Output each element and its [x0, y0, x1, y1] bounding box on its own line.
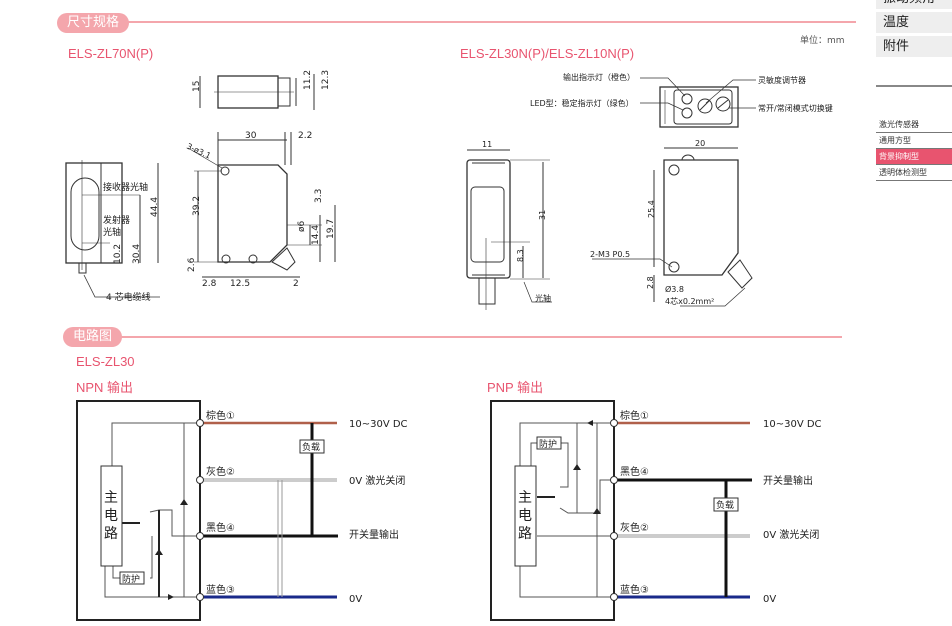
dim-label: 3-ø3.1: [185, 142, 212, 161]
sidebar-item-background-suppression[interactable]: 背景抑制型: [876, 149, 952, 165]
cable-label: 4 芯电缆线: [106, 291, 151, 303]
zl30-front-view: [592, 147, 753, 307]
zl30-side-view: [466, 149, 552, 310]
wire-label-blue: 蓝色③: [206, 583, 235, 596]
wire-label-black: 黑色④: [620, 465, 649, 478]
dim-label: 20: [695, 139, 705, 148]
dim-label: 12.5: [230, 279, 250, 289]
cable-diameter-label: Ø3.8: [665, 284, 684, 294]
signal-label: 开关量输出: [763, 474, 813, 487]
sidebar-divider: [876, 85, 952, 87]
wire-label-blue: 蓝色③: [620, 583, 649, 596]
main-circuit-label: 主: [104, 490, 118, 506]
dim-label: 2.6: [187, 257, 197, 272]
mode-switch-label: 常开/常闭模式切换键: [758, 103, 833, 113]
sensitivity-label: 灵敏度调节器: [758, 75, 806, 85]
dim-label: 19.7: [326, 219, 336, 239]
section-title-circuit: 电路图: [63, 327, 123, 347]
optical-axis-label: 光轴: [535, 293, 551, 303]
unit-label: 单位：mm: [800, 36, 845, 46]
signal-label: 0V 激光关闭: [349, 474, 405, 487]
dim-label: 30: [245, 131, 257, 141]
main-circuit-label: 电: [104, 508, 118, 524]
main-circuit-label: 路: [518, 526, 532, 542]
load-label: 负载: [716, 499, 734, 511]
signal-label: 0V 激光关闭: [763, 528, 819, 541]
load-label: 负载: [302, 441, 320, 453]
section-divider: [110, 336, 842, 338]
section-divider: [100, 21, 856, 23]
npn-title: NPN 输出: [76, 380, 134, 395]
circuit-model: ELS-ZL30: [76, 354, 135, 369]
sidebar-item-vibration[interactable]: 振动频角: [876, 0, 952, 9]
sidebar-item-general-square[interactable]: 通用方型: [876, 133, 952, 149]
dim-label: 2.8: [646, 276, 655, 289]
dim-label: 12.3: [321, 70, 331, 90]
signal-label: 0V: [763, 594, 776, 605]
wire-label-brown: 棕色①: [620, 409, 649, 422]
signal-label: 0V: [349, 594, 362, 605]
dim-label: 2: [293, 279, 299, 289]
model-left-title: ELS-ZL70N(P): [68, 46, 154, 61]
emitter-axis-label: 光轴: [103, 226, 121, 238]
dim-label: 3.3: [314, 189, 324, 203]
zl70-side-view: [187, 132, 336, 278]
main-circuit-label: 主: [518, 490, 532, 506]
signal-label: 开关量输出: [349, 528, 399, 541]
wire-label-black: 黑色④: [206, 521, 235, 534]
signal-label: 10~30V DC: [349, 419, 408, 430]
cable-spec-label: 4芯x0.2mm²: [665, 296, 714, 306]
protect-label: 防护: [539, 438, 557, 450]
dim-label: ø6: [297, 220, 307, 232]
output-led-label: 输出指示灯（橙色）: [563, 72, 635, 82]
sidebar-category-laser[interactable]: 激光传感器: [876, 117, 952, 133]
dim-label: 10.2: [113, 244, 123, 264]
dim-label: 30.4: [132, 244, 142, 264]
model-right-title: ELS-ZL30N(P)/ELS-ZL10N(P): [460, 46, 635, 61]
sidebar-item-transparent-detection[interactable]: 透明体检测型: [876, 165, 952, 181]
pnp-title: PNP 输出: [487, 380, 544, 395]
dim-label: 15: [192, 81, 202, 92]
dim-label: 2.8: [202, 279, 217, 289]
pnp-circuit: 主 电 路 防护 负载 棕色① 黑色④ 灰色② 蓝色③ 10~30V DC 开关…: [490, 400, 822, 621]
zl30-top-view: [640, 77, 756, 128]
npn-circuit: 主 电 路 防护 负载 棕色① 灰色② 黑色④ 蓝色③ 10~30V DC 0V…: [76, 400, 408, 621]
dim-label: 11: [482, 140, 492, 149]
zl70-front-view: [65, 160, 160, 298]
dim-label: 2.2: [298, 131, 312, 141]
sidebar-item-temperature[interactable]: 温度: [876, 12, 952, 33]
dim-label: 8.3: [516, 249, 525, 262]
protect-label: 防护: [122, 573, 140, 585]
sidebar-item-accessories[interactable]: 附件: [876, 36, 952, 57]
signal-label: 10~30V DC: [763, 419, 822, 430]
zl70-top-view: [199, 74, 315, 110]
main-circuit-label: 电: [518, 508, 532, 524]
stable-led-label: LED型：稳定指示灯（绿色）: [530, 98, 634, 108]
dim-label: 25.4: [647, 200, 656, 218]
main-circuit-label: 路: [104, 526, 118, 542]
wire-label-gray: 灰色②: [206, 465, 235, 478]
dim-label: 44.4: [150, 197, 160, 217]
screw-label: 2-M3 P0.5: [590, 250, 630, 259]
dim-label: 14.4: [311, 225, 321, 245]
dim-label: 11.2: [303, 70, 313, 90]
wire-label-gray: 灰色②: [620, 521, 649, 534]
receiver-axis-label: 接收器光轴: [103, 181, 148, 193]
section-title-dimensions: 尺寸规格: [57, 13, 130, 33]
wire-label-brown: 棕色①: [206, 409, 235, 422]
dim-label: 31: [538, 210, 547, 220]
emitter-axis-label: 发射器: [103, 214, 130, 226]
sidebar: 振动频角 温度 附件: [876, 0, 952, 60]
dim-label: 39.2: [192, 196, 202, 216]
